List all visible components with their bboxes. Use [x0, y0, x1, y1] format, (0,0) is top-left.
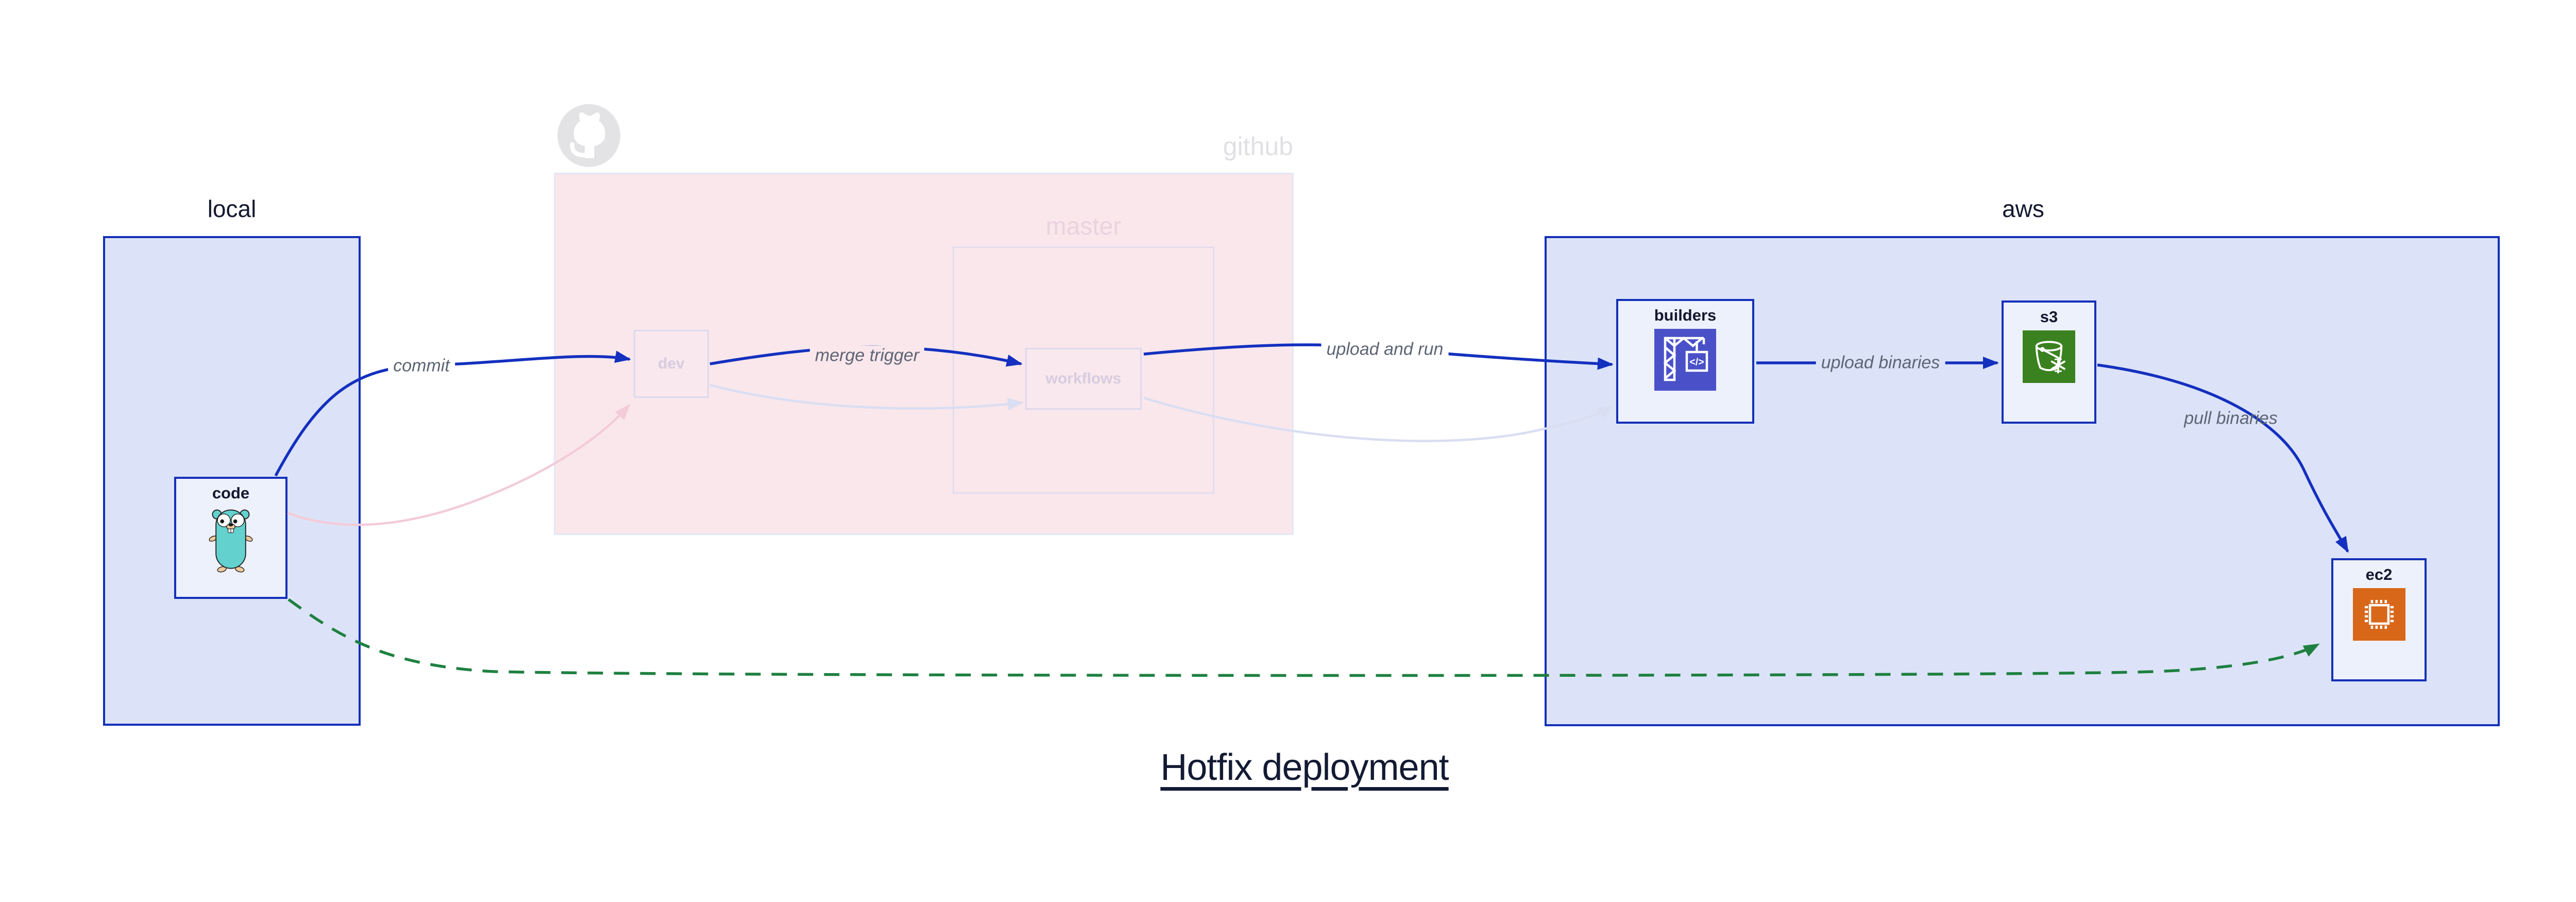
- diagram-title: Hotfix deployment: [1160, 747, 1449, 788]
- node-dev: dev: [634, 330, 709, 398]
- gopher-left-eye: [217, 513, 231, 527]
- node-workflows-label: workflows: [1045, 370, 1122, 387]
- gopher-right-foot: [235, 566, 245, 573]
- gopher-left-pupil: [220, 519, 225, 524]
- gopher-left-foot: [217, 566, 227, 573]
- gopher-right-pupil: [233, 519, 238, 524]
- local-cluster-label: local: [207, 195, 257, 222]
- node-code: code: [174, 477, 287, 599]
- crane-drawing: [1663, 337, 1708, 381]
- github-octocat-icon: [557, 104, 620, 167]
- github-cluster-label: github: [1223, 132, 1293, 161]
- s3-bucket-icon: [2023, 330, 2075, 383]
- edge-dev-workflows-faded: [709, 383, 1024, 411]
- node-s3: s3: [2002, 300, 2096, 424]
- edge-label-upload-and-run: upload and run: [1321, 339, 1449, 360]
- ec2-tile: [2352, 588, 2405, 641]
- edge-label-commit: commit: [388, 356, 455, 376]
- node-ec2-label: ec2: [2365, 565, 2393, 583]
- edge-label-pull-binaries: pull binaries: [2184, 408, 2278, 428]
- octocat-head: [573, 112, 605, 158]
- aws-cluster-label: aws: [2002, 195, 2044, 222]
- node-ec2: ec2: [2331, 558, 2427, 681]
- gopher-right-eye: [231, 513, 245, 527]
- s3-tile: [2023, 330, 2075, 383]
- edge-code-dev-faded: [287, 404, 630, 526]
- go-gopher-icon: [209, 509, 253, 573]
- node-code-label: code: [212, 484, 250, 502]
- gopher-nose: [228, 523, 233, 527]
- node-s3-label: s3: [2040, 308, 2058, 326]
- edge-label-upload-binaries: upload binaries: [1816, 353, 1945, 373]
- node-dev-label: dev: [658, 355, 685, 372]
- edge-workflows-builders-faded: [1143, 396, 1614, 442]
- snowflake-glyph: [2050, 357, 2065, 374]
- edge-hotfix-dashed-line: [287, 598, 2320, 677]
- chip-drawing: [2364, 599, 2394, 629]
- edge-pull-binaries-line: [2097, 363, 2349, 553]
- octocat-tail: [570, 142, 587, 158]
- node-builders: builders </>: [1616, 299, 1754, 424]
- crane-code-glyph: </>: [1689, 357, 1704, 368]
- master-cluster-label: master: [1045, 213, 1122, 240]
- edge-label-merge-trigger: merge trigger: [809, 345, 925, 366]
- node-workflows: workflows: [1025, 348, 1142, 410]
- codebuild-crane-icon: </>: [1654, 329, 1716, 391]
- master-cluster-box: [953, 246, 1214, 494]
- node-builders-label: builders: [1654, 306, 1717, 324]
- ec2-chip-icon: [2352, 588, 2405, 641]
